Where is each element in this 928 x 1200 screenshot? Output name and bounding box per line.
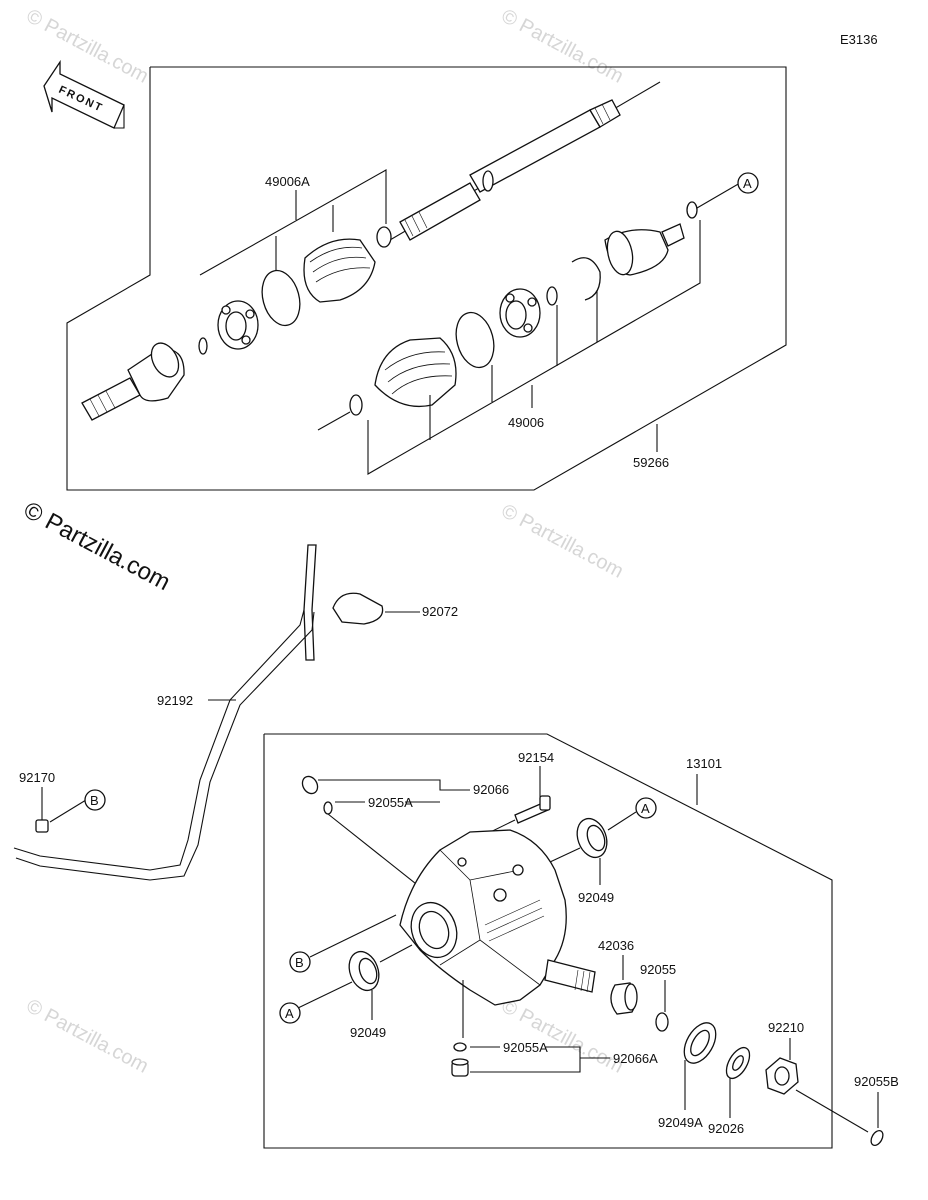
watermark-2: © Partzilla.com — [498, 5, 627, 88]
callout-a-right-text: A — [641, 801, 650, 816]
label-92192: 92192 — [157, 693, 193, 708]
label-92154: 92154 — [518, 750, 554, 765]
inner-race-right — [499, 288, 541, 338]
label-92049-right: 92049 — [578, 890, 614, 905]
label-13101: 13101 — [686, 756, 722, 771]
circlip-mid — [546, 286, 558, 306]
inner-race-left — [217, 300, 259, 350]
o-ring-92055B — [870, 1129, 884, 1147]
label-92049A: 92049A — [658, 1115, 703, 1130]
nut-92210 — [765, 1057, 799, 1095]
callout-a-top-text: A — [743, 176, 752, 191]
boot-top — [303, 238, 376, 303]
label-92210: 92210 — [768, 1020, 804, 1035]
o-ring-92055 — [655, 1012, 669, 1032]
bolt-92154 — [514, 795, 551, 824]
driveshaft-box — [66, 66, 787, 491]
callout-a-right — [635, 797, 657, 819]
hose-clamp — [332, 592, 384, 625]
small-clamp-top — [376, 226, 392, 248]
callout-b-right-text: B — [295, 955, 304, 970]
outer-cv-joint-left — [81, 342, 185, 421]
label-92072: 92072 — [422, 604, 458, 619]
diagram-code: E3136 — [840, 32, 878, 47]
output-shaft — [544, 959, 596, 993]
final-gear-box — [263, 733, 833, 1149]
oil-seal-left — [348, 950, 380, 992]
snap-ring — [571, 257, 601, 301]
boot-band-top — [261, 269, 301, 327]
watermark-5: © Partzilla.com — [498, 995, 627, 1078]
watermark-4: © Partzilla.com — [23, 995, 152, 1078]
boot-band-bottom — [455, 311, 495, 369]
circlip-right — [686, 201, 698, 219]
washer-92026 — [725, 1046, 751, 1080]
callout-b-left — [84, 789, 106, 811]
final-gear-case — [399, 829, 567, 1006]
watermark-1: © Partzilla.com — [23, 5, 152, 88]
circlip-left — [198, 337, 208, 355]
label-92066A: 92066A — [613, 1051, 658, 1066]
callout-a-left — [279, 1002, 301, 1024]
callout-a-left-text: A — [285, 1006, 294, 1021]
label-59266: 59266 — [633, 455, 669, 470]
collar-42036 — [610, 982, 638, 1015]
label-92170: 92170 — [19, 770, 55, 785]
watermark-3: © Partzilla.com — [498, 500, 627, 583]
callout-b-left-text: B — [90, 793, 99, 808]
watermark-main: © Partzilla.com — [19, 496, 174, 596]
label-92055: 92055 — [640, 962, 676, 977]
label-92055B: 92055B — [854, 1074, 899, 1089]
label-49006: 49006 — [508, 415, 544, 430]
label-49006A: 49006A — [265, 174, 310, 189]
label-42036: 42036 — [598, 938, 634, 953]
oil-seal-right — [576, 817, 608, 859]
breather-hose — [13, 544, 317, 881]
callout-b-right — [289, 951, 311, 973]
inner-cv-housing — [604, 223, 685, 276]
washer-top — [323, 801, 333, 815]
oil-seal-92049A — [683, 1022, 717, 1064]
washer-bottom — [453, 1042, 467, 1052]
label-92066: 92066 — [473, 782, 509, 797]
drive-shaft — [389, 81, 661, 241]
drain-plug-bottom — [451, 1058, 469, 1077]
hose-clip — [35, 819, 49, 833]
small-clamp-bottom — [349, 394, 363, 416]
label-92055A-top: 92055A — [368, 795, 413, 810]
label-92055A-bottom: 92055A — [503, 1040, 548, 1055]
drain-plug-top — [301, 775, 319, 795]
label-92026: 92026 — [708, 1121, 744, 1136]
label-92049-left: 92049 — [350, 1025, 386, 1040]
boot-bottom — [374, 337, 457, 408]
callout-a-top — [737, 172, 759, 194]
